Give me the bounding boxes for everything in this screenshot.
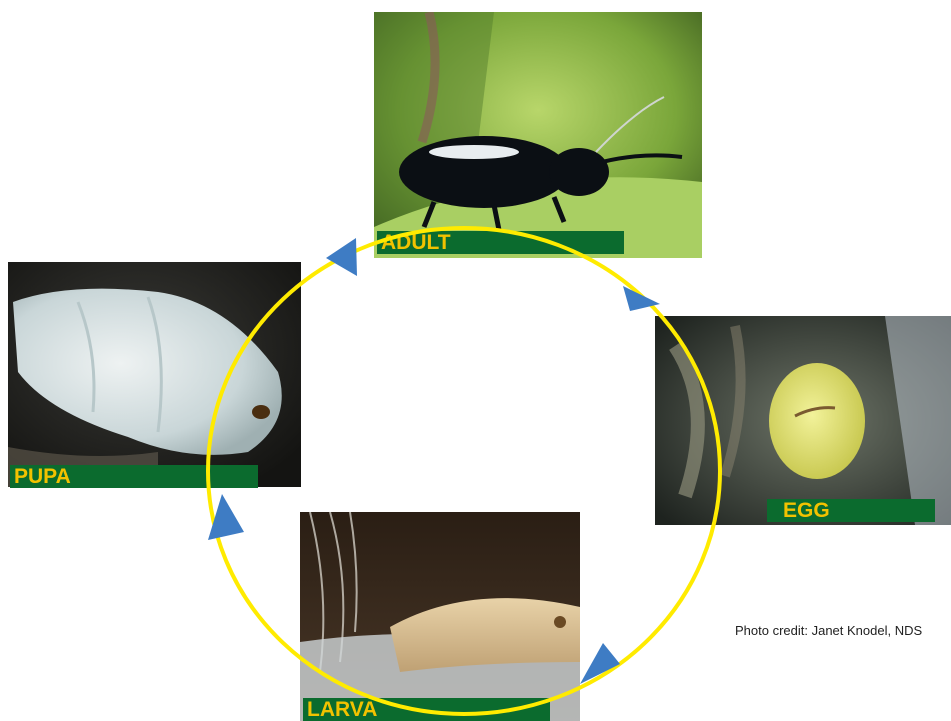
photo-credit: Photo credit: Janet Knodel, NDS xyxy=(735,623,922,638)
arrow-pupa-to-adult xyxy=(326,238,357,276)
